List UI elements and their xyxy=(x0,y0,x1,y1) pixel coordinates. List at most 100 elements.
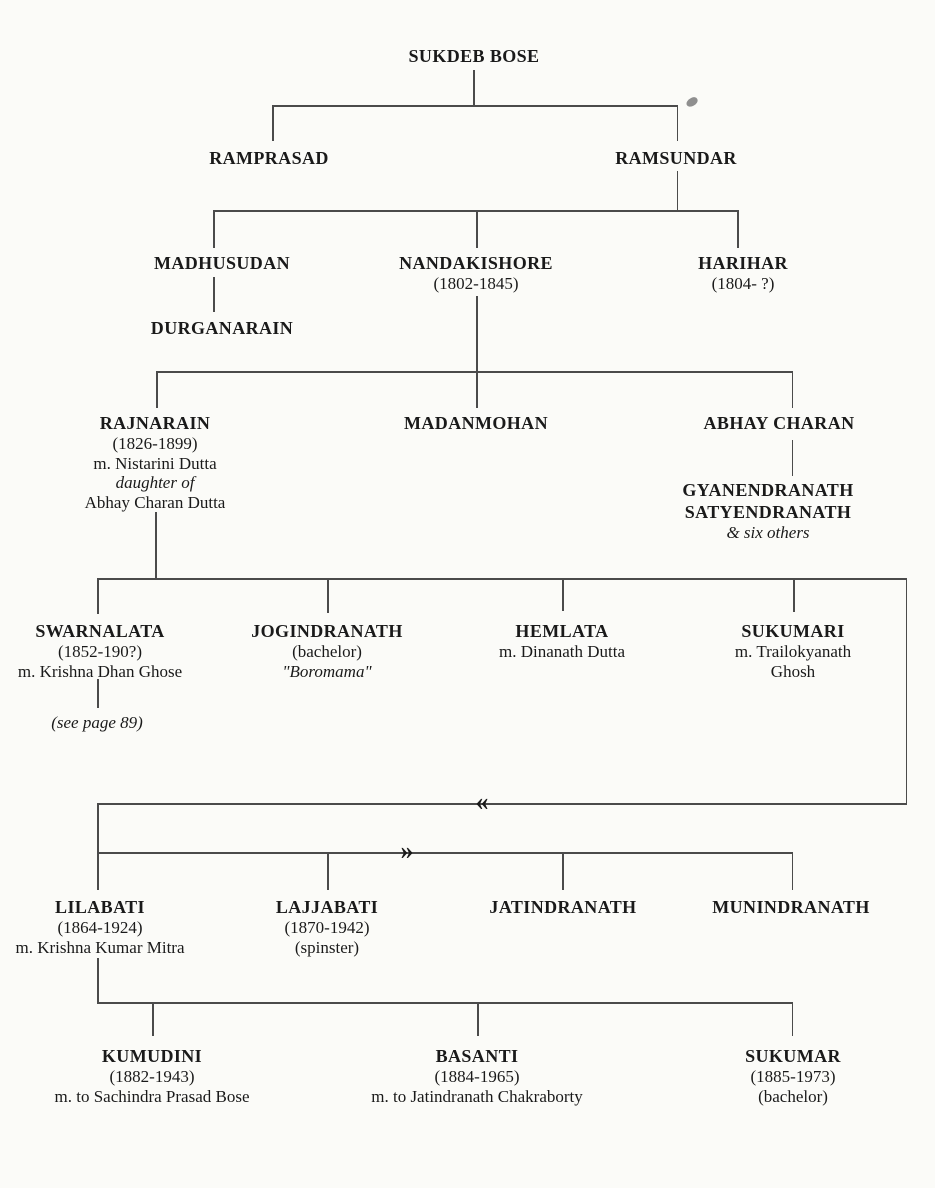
person-name: SUKUMAR xyxy=(745,1046,841,1066)
continuation-mark-upper: « xyxy=(475,787,489,816)
person-jatindranath: JATINDRANATH xyxy=(489,896,636,918)
person-name: KUMUDINI xyxy=(101,1046,203,1066)
person-marriage: m. Dinanath Dutta xyxy=(498,642,626,661)
connector-nandakishore-down xyxy=(476,296,478,371)
connector-to-nandakishore xyxy=(476,210,478,248)
connector-to-hemlata xyxy=(562,578,564,611)
connector-swarnalata-down xyxy=(97,679,99,708)
person-name: HARIHAR xyxy=(698,253,788,273)
person-lilabati: LILABATI (1864-1924) m. Krishna Kumar Mi… xyxy=(15,896,184,957)
person-name: NANDAKISHORE xyxy=(399,253,553,273)
person-years: (1804- ?) xyxy=(711,274,775,293)
connector-bar-gen3 xyxy=(213,210,738,212)
connector-bar-gen2 xyxy=(272,105,678,107)
person-years: (1802-1845) xyxy=(433,274,519,293)
person-marriage: m. Krishna Dhan Ghose xyxy=(17,661,183,681)
person-sukdeb-bose: SUKDEB BOSE xyxy=(409,45,540,67)
connector-to-abhay-charan xyxy=(791,371,794,408)
person-years: (1826-1899) xyxy=(112,434,198,453)
connector-to-ramsundar xyxy=(676,105,679,141)
person-harihar: HARIHAR (1804- ?) xyxy=(698,252,788,294)
person-name: HEMLATA xyxy=(515,621,609,641)
person-ramsundar: RAMSUNDAR xyxy=(615,147,737,169)
person-name: RAMPRASAD xyxy=(209,148,329,168)
connector-to-munindranath xyxy=(791,852,794,890)
connector-to-madhusudan xyxy=(213,210,215,248)
person-years: (1885-1973) xyxy=(750,1067,836,1086)
person-satyendranath: SATYENDRANATH xyxy=(684,502,852,522)
person-name: SUKUMARI xyxy=(741,621,845,641)
connector-ramsundar-down xyxy=(676,171,679,210)
connector-to-basanti xyxy=(477,1002,479,1036)
person-jogindranath: JOGINDRANATH (bachelor) "Boromama" xyxy=(251,620,402,681)
continuation-mark-lower: » xyxy=(400,836,414,865)
connector-to-rajnarain xyxy=(156,371,158,408)
person-gyanendranath: GYANENDRANATH xyxy=(682,480,854,500)
ink-speck xyxy=(684,95,700,109)
person-name: RAMSUNDAR xyxy=(615,148,737,168)
connector-sukdeb-down xyxy=(473,70,475,105)
person-abhay-charan: ABHAY CHARAN xyxy=(704,412,855,434)
person-name: JOGINDRANATH xyxy=(251,621,403,641)
connector-bar-gen5-continued xyxy=(97,852,793,854)
person-durganarain: DURGANARAIN xyxy=(151,317,293,339)
wife-father: Abhay Charan Dutta xyxy=(84,492,226,512)
connector-madhusudan-down xyxy=(213,277,215,312)
person-status: (bachelor) xyxy=(758,1086,828,1106)
connector-to-jogindranath xyxy=(327,578,329,613)
connector-to-kumudini xyxy=(152,1002,154,1036)
connector-to-lilabati xyxy=(97,852,99,890)
connector-bar-gen6 xyxy=(97,1002,793,1004)
connector-to-swarnalata xyxy=(97,578,99,614)
person-status: (bachelor) xyxy=(292,642,362,661)
person-marriage: m. Nistarini Dutta xyxy=(93,453,217,473)
person-swarnalata: SWARNALATA (1852-190?) m. Krishna Dhan G… xyxy=(18,620,182,681)
person-munindranath: MUNINDRANATH xyxy=(712,896,869,918)
person-kumudini: KUMUDINI (1882-1943) m. to Sachindra Pra… xyxy=(55,1045,250,1106)
connector-bar-gen5 xyxy=(97,578,907,580)
connector-abhay-charan-down xyxy=(791,440,794,476)
person-madanmohan: MADANMOHAN xyxy=(404,412,548,434)
person-basanti: BASANTI (1884-1965) m. to Jatindranath C… xyxy=(371,1045,583,1106)
connector-to-sukumari xyxy=(793,578,795,612)
person-marriage-cont: Ghosh xyxy=(770,661,816,681)
person-years: (1864-1924) xyxy=(57,918,143,937)
person-name: MADHUSUDAN xyxy=(154,253,290,273)
person-ramprasad: RAMPRASAD xyxy=(209,147,329,169)
swarnalata-cross-reference: (see page 89) xyxy=(51,713,143,732)
person-marriage: m. Trailokyanath xyxy=(734,642,852,661)
connector-bar-gen4 xyxy=(156,371,793,373)
person-name: SWARNALATA xyxy=(35,621,165,641)
abhay-charan-children: GYANENDRANATH SATYENDRANATH & six others xyxy=(682,479,853,543)
person-years: (1852-190?) xyxy=(57,642,143,661)
person-name: DURGANARAIN xyxy=(150,318,294,338)
person-marriage: m. to Jatindranath Chakraborty xyxy=(371,1086,583,1106)
person-name: RAJNARAIN xyxy=(99,413,211,433)
connector-to-harihar xyxy=(737,210,739,248)
person-marriage: m. Krishna Kumar Mitra xyxy=(15,937,185,957)
person-sukumar: SUKUMAR (1885-1973) (bachelor) xyxy=(745,1045,841,1106)
person-rajnarain: RAJNARAIN (1826-1899) m. Nistarini Dutta… xyxy=(85,412,226,512)
person-nickname: "Boromama" xyxy=(282,661,372,681)
person-lajjabati: LAJJABATI (1870-1942) (spinster) xyxy=(276,896,378,957)
person-marriage: m. to Sachindra Prasad Bose xyxy=(54,1086,250,1106)
person-years: (1884-1965) xyxy=(434,1067,520,1086)
six-others-note: & six others xyxy=(726,523,810,542)
connector-to-sukumar xyxy=(791,1002,794,1036)
person-status: (spinster) xyxy=(294,937,360,957)
connector-to-madanmohan xyxy=(476,371,478,408)
person-name: JATINDRANATH xyxy=(489,897,637,917)
connector-wrap-right xyxy=(905,578,908,805)
person-name: ABHAY CHARAN xyxy=(703,413,855,433)
person-name: LILABATI xyxy=(55,897,145,917)
person-nandakishore: NANDAKISHORE (1802-1845) xyxy=(399,252,553,294)
connector-lilabati-down xyxy=(97,958,99,1002)
connector-rajnarain-down xyxy=(155,512,157,578)
person-years: (1870-1942) xyxy=(284,918,370,937)
person-name: MUNINDRANATH xyxy=(712,897,870,917)
wife-note: daughter of xyxy=(115,473,195,492)
person-years: (1882-1943) xyxy=(109,1067,195,1086)
connector-wrap-left xyxy=(97,803,99,852)
person-hemlata: HEMLATA m. Dinanath Dutta xyxy=(499,620,625,662)
